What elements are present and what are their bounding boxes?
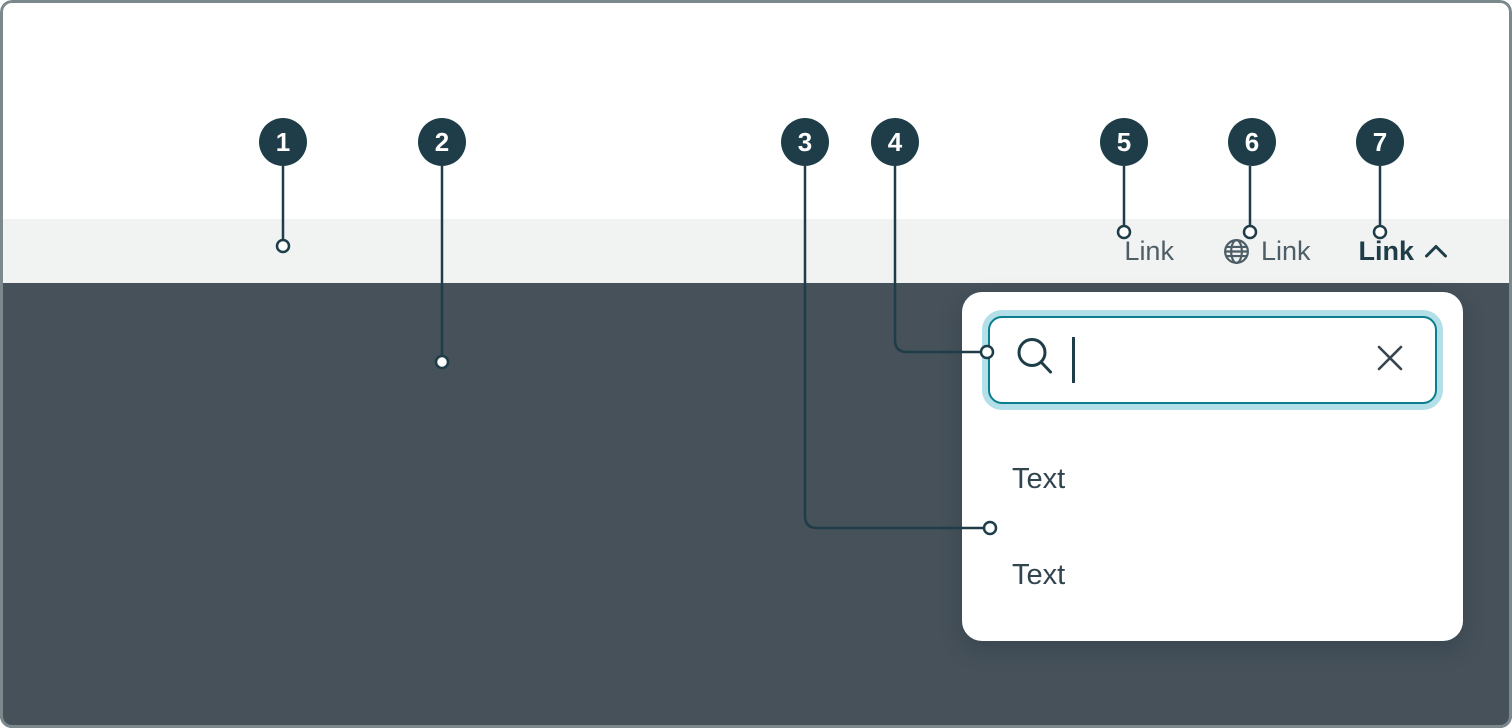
callout-badge-5: 5 [1100, 118, 1148, 166]
chevron-up-icon [1424, 244, 1448, 259]
search-focus-ring [982, 310, 1443, 410]
nav-link-2[interactable]: Link [1222, 235, 1311, 266]
callout-badge-1: 1 [259, 118, 307, 166]
nav-link-2-label: Link [1260, 235, 1311, 266]
search-icon [1014, 336, 1058, 385]
nav-link-3-expanded[interactable]: Link [1358, 235, 1448, 266]
navigation-bar: Link Link Link [0, 219, 1512, 283]
nav-link-3-label: Link [1358, 235, 1414, 266]
callout-badge-6: 6 [1228, 118, 1276, 166]
clear-icon[interactable] [1375, 343, 1405, 378]
text-cursor [1072, 337, 1075, 383]
callout-badge-4: 4 [871, 118, 919, 166]
callout-badge-2: 2 [418, 118, 466, 166]
globe-icon [1222, 237, 1251, 266]
callout-badge-3: 3 [781, 118, 829, 166]
menu-item-2[interactable]: Text [1012, 559, 1066, 591]
search-input[interactable] [988, 316, 1437, 404]
nav-link-1[interactable]: Link [1124, 235, 1174, 266]
callout-badge-7: 7 [1356, 118, 1404, 166]
nav-link-1-label: Link [1124, 235, 1174, 266]
dropdown-panel: Text Text [962, 292, 1463, 641]
menu-item-1[interactable]: Text [1012, 463, 1066, 495]
